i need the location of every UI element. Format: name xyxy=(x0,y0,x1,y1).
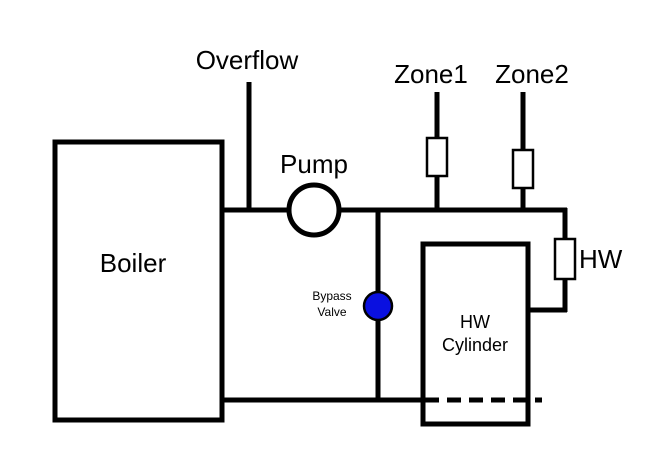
hw-cylinder-label-line1: HW xyxy=(460,312,490,332)
zone2-valve xyxy=(511,148,535,190)
bypass-valve xyxy=(362,290,394,322)
boiler-label: Boiler xyxy=(100,248,167,278)
boiler xyxy=(52,139,225,423)
pump xyxy=(286,182,342,238)
zone1-valve xyxy=(425,136,449,178)
zone2-label: Zone2 xyxy=(495,59,569,89)
pump-label: Pump xyxy=(280,149,348,179)
zone1-label: Zone1 xyxy=(394,59,468,89)
bypass-label-line2: Valve xyxy=(317,305,346,319)
hw-cylinder xyxy=(420,241,531,427)
hw-label: HW xyxy=(579,244,623,274)
hw-cylinder-label-line2: Cylinder xyxy=(442,335,508,355)
overflow-label: Overflow xyxy=(196,45,299,75)
bypass-label-line1: Bypass xyxy=(312,289,351,303)
hw-valve xyxy=(553,237,577,281)
